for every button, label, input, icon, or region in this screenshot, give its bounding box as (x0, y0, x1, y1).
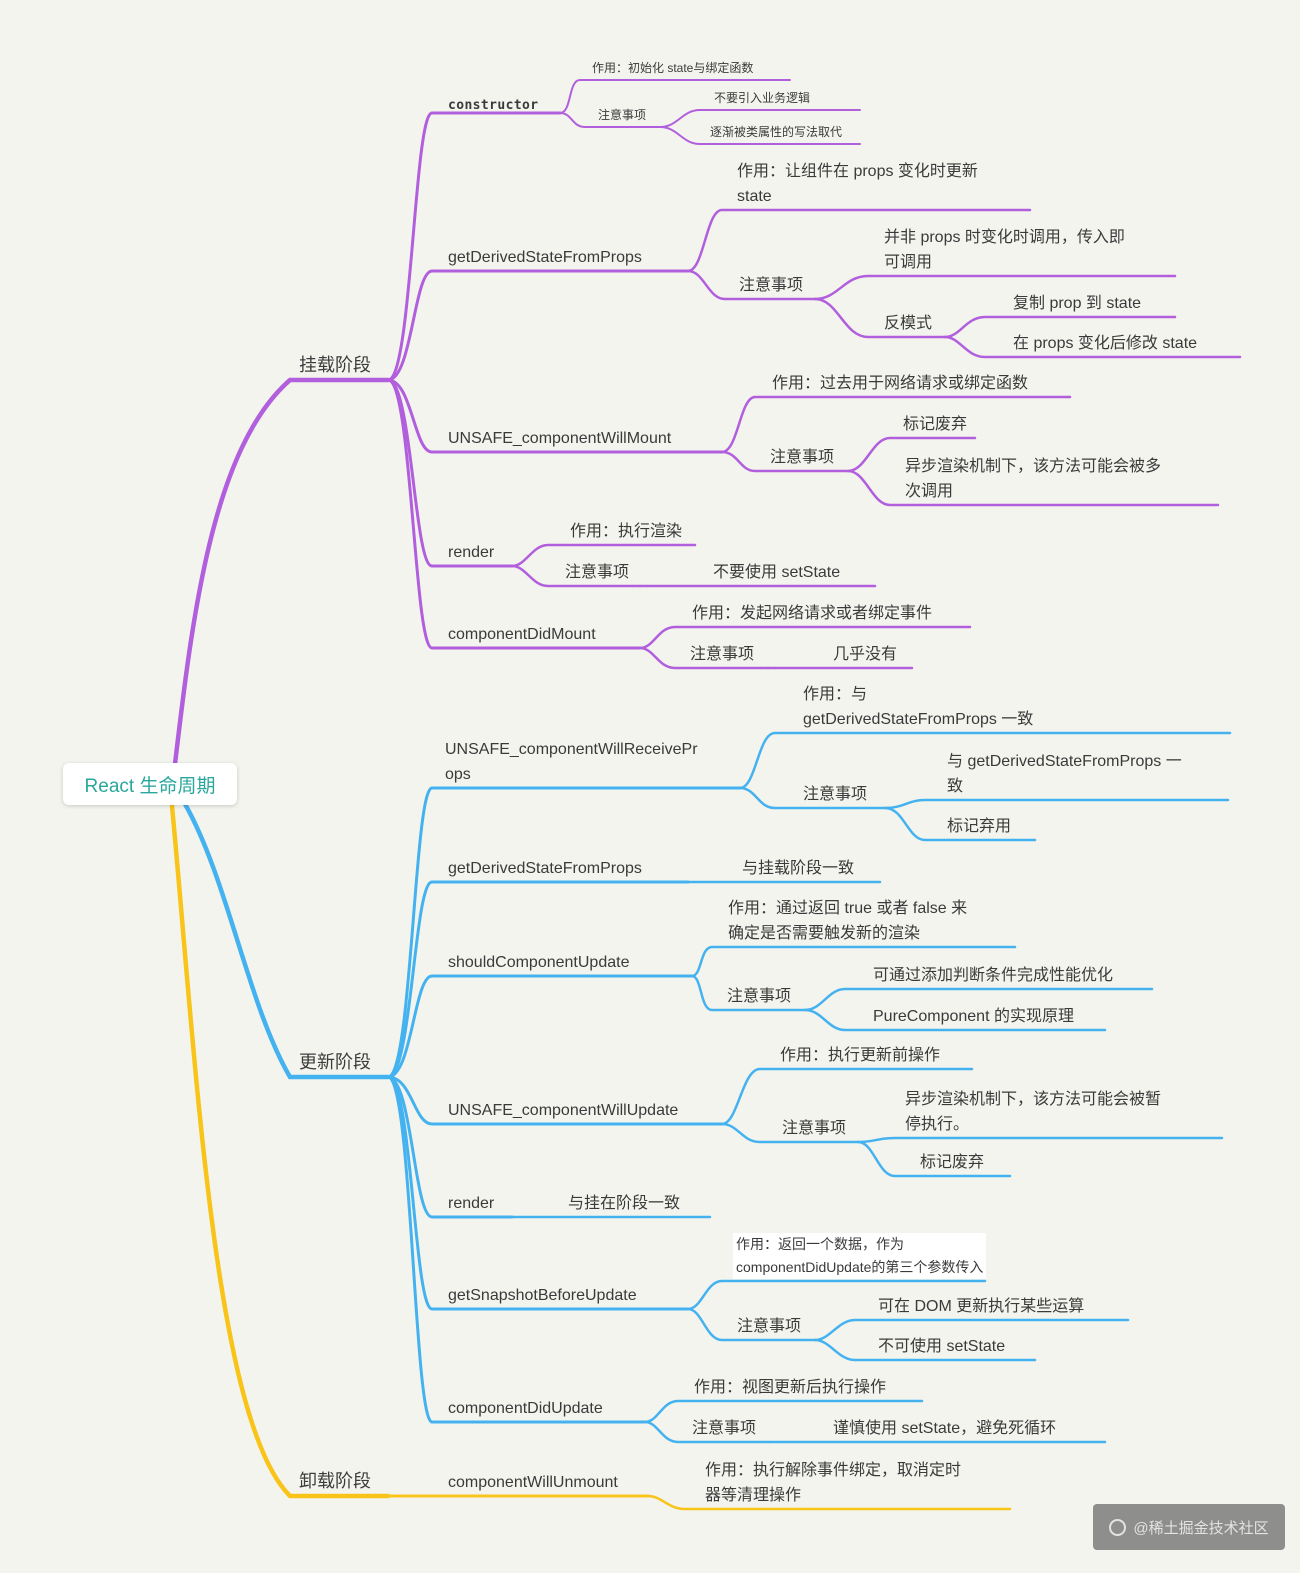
update-shouldcomponentupdate: shouldComponentUpdate (448, 954, 630, 971)
update-shouldcomponentupdate-purpose: 作用：通过返回 true 或者 false 来 确定是否需要触发新的渲染 (728, 900, 968, 942)
update-getsnapshotbeforeupdate-notes: 注意事项 (737, 1318, 802, 1335)
update-getderivedstatefromprops: getDerivedStateFromProps (448, 860, 642, 877)
update-componentwillupdate-note-2: 标记废弃 (920, 1154, 985, 1171)
juejin-logo-icon (1109, 1518, 1127, 1536)
update-componentwillreceiveprops-purpose: 作用：与 getDerivedStateFromProps 一致 (803, 686, 1034, 728)
mount-render-purpose: 作用：执行渲染 (570, 523, 683, 540)
mount-componentdidmount: componentDidMount (448, 626, 596, 643)
update-componentwillupdate-note-1: 异步渲染机制下，该方法可能会被暂 停执行。 (905, 1091, 1162, 1133)
mount-componentdidmount-note-1: 几乎没有 (833, 646, 898, 663)
mount-componentwillmount-note-2: 异步渲染机制下，该方法可能会被多 次调用 (905, 458, 1162, 500)
update-componentdidupdate: componentDidUpdate (448, 1400, 603, 1417)
mount-componentwillmount-purpose: 作用：过去用于网络请求或绑定函数 (772, 375, 1029, 392)
mount-constructor: constructor (448, 98, 539, 113)
unmount-componentwillunmount: componentWillUnmount (448, 1474, 618, 1491)
mount-constructor-note-1: 不要引入业务逻辑 (714, 91, 811, 105)
update-getsnapshotbeforeupdate-purpose: 作用：返回一个数据，作为 componentDidUpdate的第三个参数传入 (733, 1233, 987, 1279)
mount-componentdidmount-notes: 注意事项 (690, 646, 755, 663)
update-getsnapshotbeforeupdate: getSnapshotBeforeUpdate (448, 1287, 637, 1304)
mount-render: render (448, 544, 495, 561)
update-componentdidupdate-notes: 注意事项 (692, 1420, 757, 1437)
mount-constructor-purpose: 作用：初始化 state与绑定函数 (592, 61, 754, 75)
update-componentwillupdate-notes: 注意事项 (782, 1120, 847, 1137)
update-componentdidupdate-note-1: 谨慎使用 setState，避免死循环 (833, 1420, 1057, 1437)
update-connectors (182, 731, 1232, 1444)
mount-anti-pattern: 反模式 (884, 315, 933, 332)
mount-anti-pattern-2: 在 props 变化后修改 state (1013, 335, 1198, 352)
update-shouldcomponentupdate-notes: 注意事项 (727, 988, 792, 1005)
mount-render-notes: 注意事项 (565, 564, 630, 581)
root-node: React 生命周期 (63, 763, 237, 805)
mount-getderivedstatefromprops-notes: 注意事项 (739, 277, 804, 294)
update-shouldcomponentupdate-note-1: 可通过添加判断条件完成性能优化 (873, 967, 1114, 984)
update-getsnapshotbeforeupdate-note-2: 不可使用 setState (878, 1338, 1006, 1355)
update-componentwillupdate: UNSAFE_componentWillUpdate (448, 1102, 679, 1119)
watermark-text: @稀土掘金技术社区 (1133, 1519, 1269, 1537)
update-componentwillreceiveprops-notes: 注意事项 (803, 786, 868, 803)
update-shouldcomponentupdate-note-2: PureComponent 的实现原理 (873, 1008, 1074, 1025)
mount-getderivedstatefromprops-note-1: 并非 props 时变化时调用，传入即 可调用 (884, 229, 1125, 271)
update-render-note: 与挂在阶段一致 (568, 1195, 681, 1212)
branch-mount: 挂载阶段 (299, 355, 371, 375)
mount-componentwillmount: UNSAFE_componentWillMount (448, 430, 672, 447)
branch-unmount: 卸载阶段 (299, 1471, 371, 1491)
branch-update: 更新阶段 (299, 1052, 371, 1072)
update-getderivedstatefromprops-note: 与挂载阶段一致 (742, 860, 855, 877)
mount-constructor-note-2: 逐渐被类属性的写法取代 (710, 125, 843, 139)
mount-constructor-notes: 注意事项 (598, 108, 647, 122)
mount-getderivedstatefromprops-purpose: 作用：让组件在 props 变化时更新 state (737, 163, 978, 205)
mount-anti-pattern-1: 复制 prop 到 state (1013, 295, 1142, 312)
mount-componentwillmount-note-1: 标记废弃 (903, 416, 968, 433)
unmount-connectors (169, 803, 1012, 1511)
mount-componentwillmount-notes: 注意事项 (770, 449, 835, 466)
update-componentwillupdate-purpose: 作用：执行更新前操作 (780, 1047, 941, 1064)
mount-componentdidmount-purpose: 作用：发起网络请求或者绑定事件 (692, 605, 933, 622)
update-componentwillreceiveprops: UNSAFE_componentWillReceivePr ops (445, 741, 698, 783)
mount-render-note-1: 不要使用 setState (713, 564, 841, 581)
update-componentwillreceiveprops-note-2: 标记弃用 (947, 818, 1012, 835)
mount-getderivedstatefromprops: getDerivedStateFromProps (448, 249, 642, 266)
watermark: @稀土掘金技术社区 (1093, 1504, 1285, 1550)
mount-connectors (172, 79, 1242, 767)
update-componentwillreceiveprops-note-1: 与 getDerivedStateFromProps 一 致 (947, 753, 1182, 795)
update-render: render (448, 1195, 495, 1212)
update-componentdidupdate-purpose: 作用：视图更新后执行操作 (694, 1379, 887, 1396)
update-getsnapshotbeforeupdate-note-1: 可在 DOM 更新执行某些运算 (878, 1298, 1085, 1315)
unmount-componentwillunmount-purpose: 作用：执行解除事件绑定，取消定时 器等清理操作 (705, 1462, 962, 1504)
